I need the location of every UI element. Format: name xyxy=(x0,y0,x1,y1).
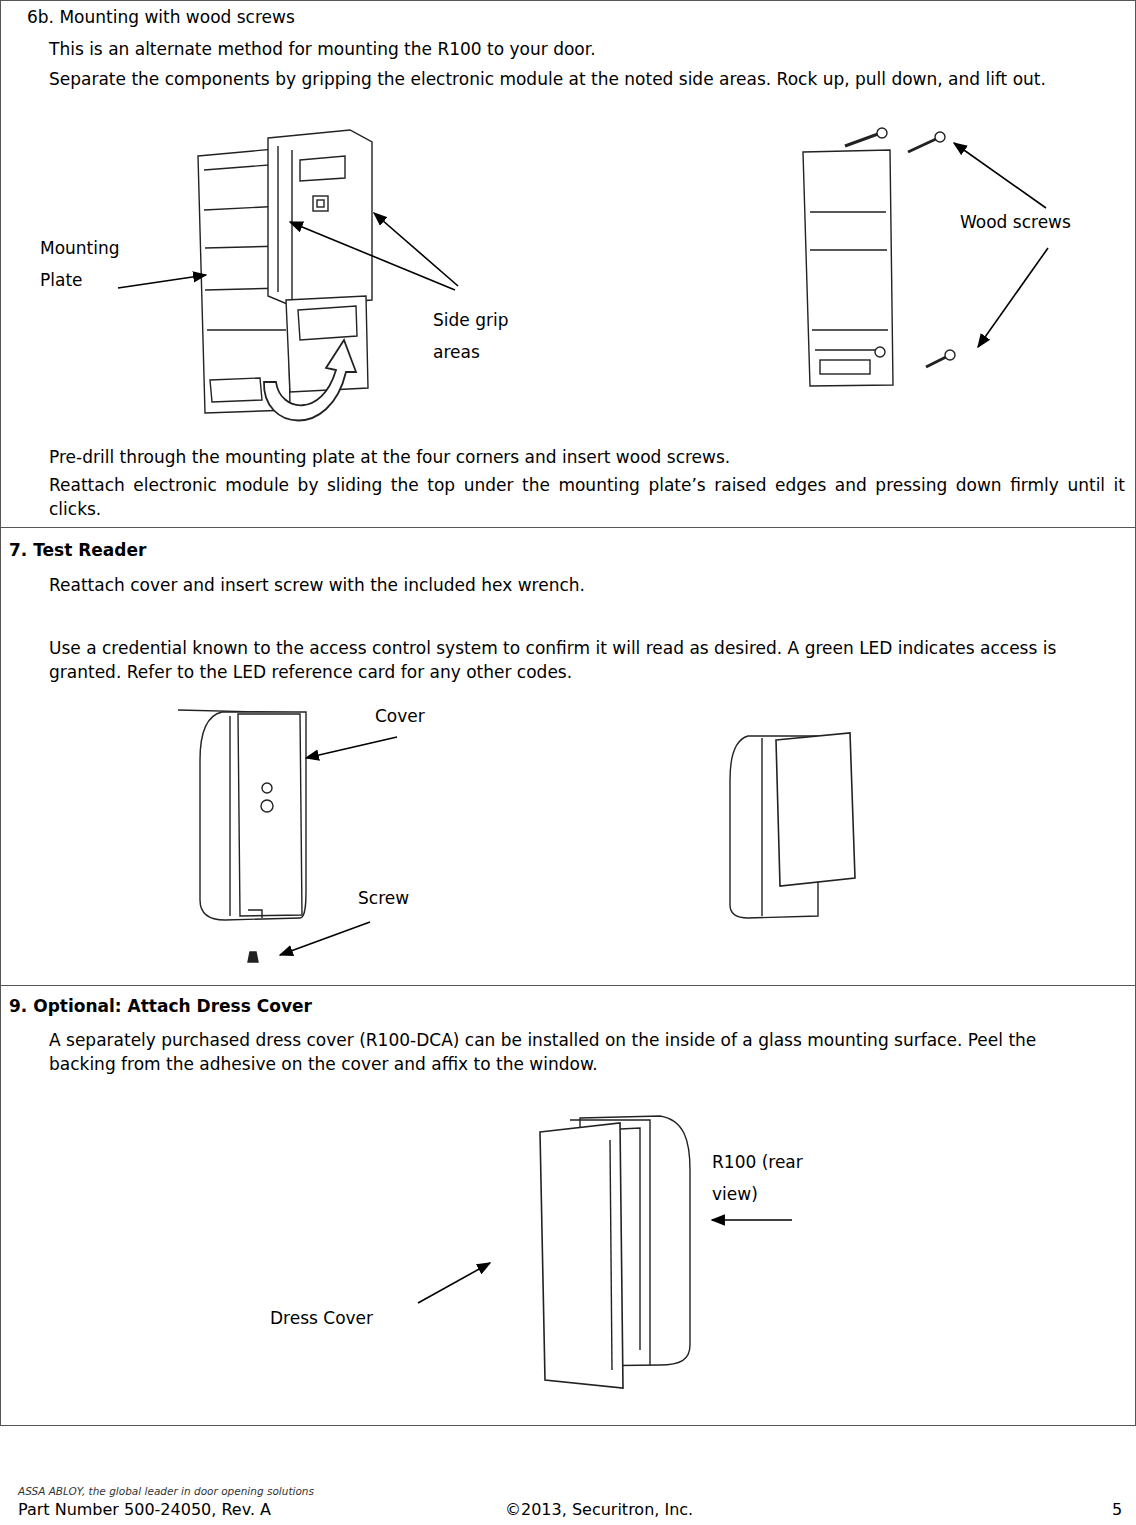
reader-front xyxy=(178,710,306,962)
callout-label: Dress Cover xyxy=(270,1302,400,1334)
mounting-plate-screws xyxy=(803,128,955,386)
reader-dress-cover xyxy=(540,1116,690,1388)
footer-text: ASSA ABLOY, the global leader in door op… xyxy=(18,1484,378,1498)
table-cell: 7. Test ReaderReattach cover and insert … xyxy=(0,527,1136,986)
table-cell: 9. Optional: Attach Dress Cover A separat… xyxy=(0,985,1136,1426)
leader-arrows xyxy=(118,143,1048,1303)
callout-label: R100 (rear view) xyxy=(712,1146,822,1210)
plate-with-module xyxy=(198,130,372,421)
instruction-text: Separate the components by gripping the … xyxy=(49,67,1089,91)
section-heading: 6b. Mounting with wood screws xyxy=(27,5,1107,29)
instruction-text: Pre-drill through the mounting plate at … xyxy=(49,445,1119,469)
instruction-text: Use a credential known to the access con… xyxy=(49,636,1099,684)
footer-text: 5 xyxy=(1112,1500,1132,1520)
section-heading: 7. Test Reader xyxy=(9,538,1109,562)
instruction-text: A separately purchased dress cover (R100… xyxy=(49,1028,1099,1076)
callout-label: Mounting Plate xyxy=(40,232,135,296)
callout-label: Wood screws xyxy=(960,206,1100,238)
callout-label: Cover xyxy=(375,700,455,732)
section-heading: 9. Optional: Attach Dress Cover xyxy=(9,994,1109,1018)
instruction-text: Reattach cover and insert screw with the… xyxy=(49,573,1109,597)
reader-with-card xyxy=(730,733,855,918)
callout-label: Side grip areas xyxy=(433,304,528,368)
table-cell: 6b. Mounting with wood screwsThis is an … xyxy=(0,0,1136,528)
instruction-text: Reattach electronic module by sliding th… xyxy=(49,473,1125,521)
footer-text: ©2013, Securitron, Inc. xyxy=(505,1500,745,1520)
footer-text: Part Number 500-24050, Rev. A xyxy=(18,1500,318,1520)
instruction-text: This is an alternate method for mounting… xyxy=(49,37,1109,61)
callout-label: Screw xyxy=(358,882,438,914)
